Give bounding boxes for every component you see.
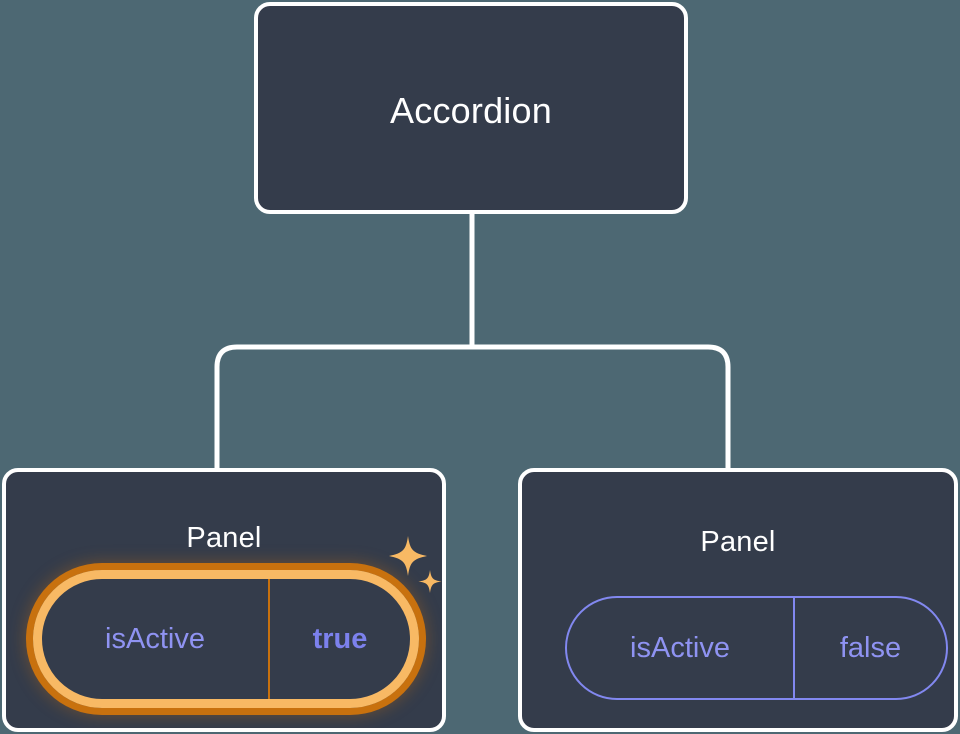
connector-children-bus [214, 344, 731, 468]
prop-value: false [793, 598, 946, 698]
prop-key: isActive [630, 631, 730, 664]
node-accordion[interactable]: Accordion [254, 2, 688, 214]
prop-pill-isactive-false[interactable]: isActive false [565, 596, 948, 700]
prop-pill-isactive-true[interactable]: isActive true [33, 570, 419, 708]
prop-value: true [268, 579, 410, 699]
node-panel-active-title: Panel [186, 522, 262, 554]
node-accordion-title: Accordion [390, 90, 552, 131]
node-panel-inactive[interactable]: Panel isActive false [518, 468, 958, 732]
node-panel-inactive-title: Panel [700, 526, 776, 558]
prop-key: isActive [105, 622, 205, 655]
